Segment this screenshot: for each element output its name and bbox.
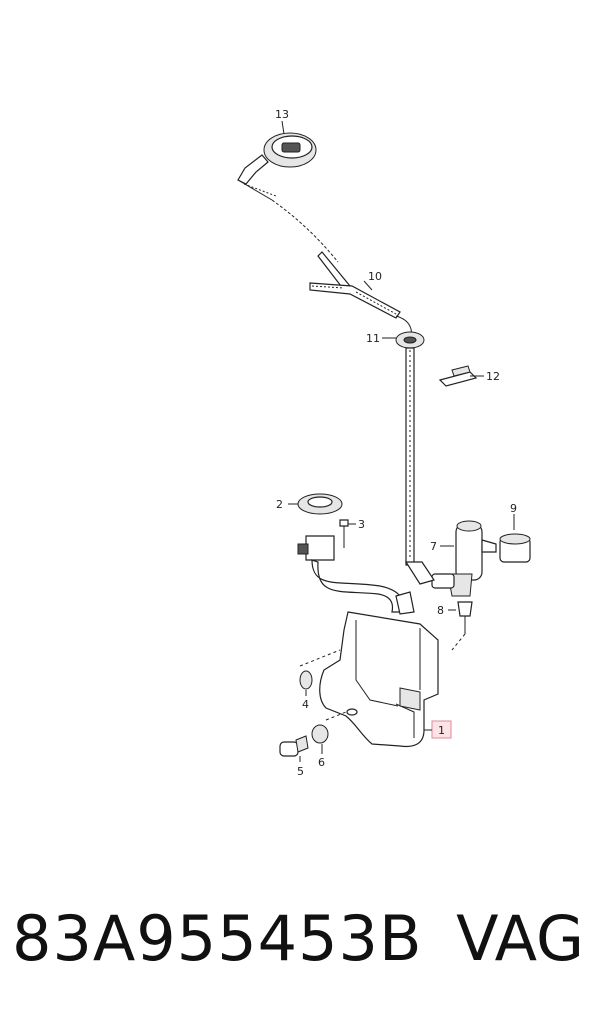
callout-7: 7	[430, 540, 437, 553]
part-10-hose-connector	[309, 282, 412, 341]
callout-5: 5	[297, 765, 304, 778]
part-7-washer-pump	[431, 520, 497, 597]
callout-6: 6	[318, 756, 325, 769]
callout-11: 11	[366, 332, 380, 345]
part-12-clip	[438, 365, 478, 387]
part-6-grommet	[311, 724, 329, 754]
callout-4: 4	[302, 698, 309, 711]
part-number-label: 83A955453B	[12, 901, 423, 975]
part-9-pump-seal	[499, 533, 531, 563]
callout-9: 9	[510, 502, 517, 515]
callout-12: 12	[486, 370, 500, 383]
callout-10: 10	[368, 270, 382, 283]
callout-8: 8	[437, 604, 444, 617]
callout-2: 2	[276, 498, 283, 511]
exploded-parts-diagram: 13 10 11 12 2 3	[237, 108, 531, 778]
part-13-washer-nozzle	[237, 132, 317, 201]
part-8-grommet	[451, 601, 473, 651]
part-3-screw	[339, 519, 349, 548]
part-2-filler-cap	[297, 493, 343, 515]
filler-neck	[297, 535, 415, 615]
part-11-grommet	[395, 331, 425, 349]
part-5-level-sensor	[279, 735, 309, 762]
callout-3: 3	[358, 518, 365, 531]
part-1-reservoir	[299, 611, 439, 748]
footer: 83A955453B VAG	[12, 888, 588, 988]
callout-13: 13	[275, 108, 289, 121]
part-4-buffer	[299, 670, 313, 696]
callout-1: 1	[438, 724, 445, 737]
brand-label: VAG	[456, 901, 584, 975]
